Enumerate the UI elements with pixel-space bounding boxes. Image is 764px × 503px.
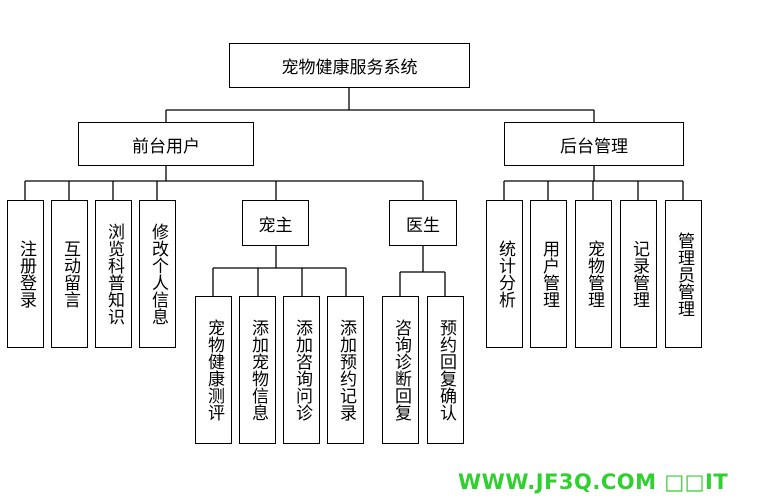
- front-user-node: 前台用户: [78, 122, 254, 166]
- doctor-child-node: 预约回复确认: [427, 296, 464, 444]
- doctor-node: 医生: [389, 200, 457, 246]
- owner-node: 宠主: [242, 200, 309, 246]
- owner-child-node: 添加预约记录: [327, 296, 364, 444]
- front-child-node: 修改个人信息: [139, 200, 176, 348]
- owner-child-label: 添加宠物信息: [248, 319, 268, 421]
- front-child-node: 浏览科普知识: [95, 200, 132, 348]
- back-child-label: 宠物管理: [584, 240, 604, 308]
- front-child-label: 修改个人信息: [148, 223, 168, 325]
- back-child-node: 宠物管理: [575, 200, 612, 348]
- back-child-label: 管理员管理: [674, 231, 694, 317]
- back-child-label: 用户管理: [539, 240, 559, 308]
- owner-child-node: 添加宠物信息: [239, 296, 276, 444]
- back-child-node: 记录管理: [620, 200, 657, 348]
- root-node: 宠物健康服务系统: [229, 43, 470, 88]
- owner-child-node: 添加咨询问诊: [283, 296, 320, 444]
- owner-child-label: 添加咨询问诊: [292, 319, 312, 421]
- front-child-label: 注册登录: [16, 240, 36, 308]
- owner-label: 宠主: [258, 215, 293, 236]
- watermark: WWW.JF3Q.COM □□IT: [458, 470, 729, 494]
- doctor-label: 医生: [406, 215, 440, 236]
- front-child-label: 浏览科普知识: [104, 223, 124, 325]
- doctor-child-label: 咨询诊断回复: [391, 319, 411, 421]
- back-child-node: 统计分析: [486, 200, 523, 348]
- doctor-child-node: 咨询诊断回复: [382, 296, 419, 444]
- back-admin-label: 后台管理: [560, 136, 628, 157]
- back-child-label: 统计分析: [495, 240, 515, 308]
- doctor-child-label: 预约回复确认: [436, 319, 456, 421]
- owner-child-label: 宠物健康测评: [204, 319, 224, 421]
- back-child-node: 管理员管理: [665, 200, 702, 348]
- back-child-node: 用户管理: [530, 200, 567, 348]
- owner-child-node: 宠物健康测评: [195, 296, 232, 444]
- front-child-node: 注册登录: [7, 200, 44, 348]
- back-admin-node: 后台管理: [504, 122, 684, 166]
- owner-child-label: 添加预约记录: [336, 319, 356, 421]
- root-label: 宠物健康服务系统: [281, 58, 418, 78]
- back-child-label: 记录管理: [629, 240, 649, 308]
- front-child-label: 互动留言: [60, 240, 80, 308]
- front-child-node: 互动留言: [51, 200, 88, 348]
- front-user-label: 前台用户: [132, 136, 200, 157]
